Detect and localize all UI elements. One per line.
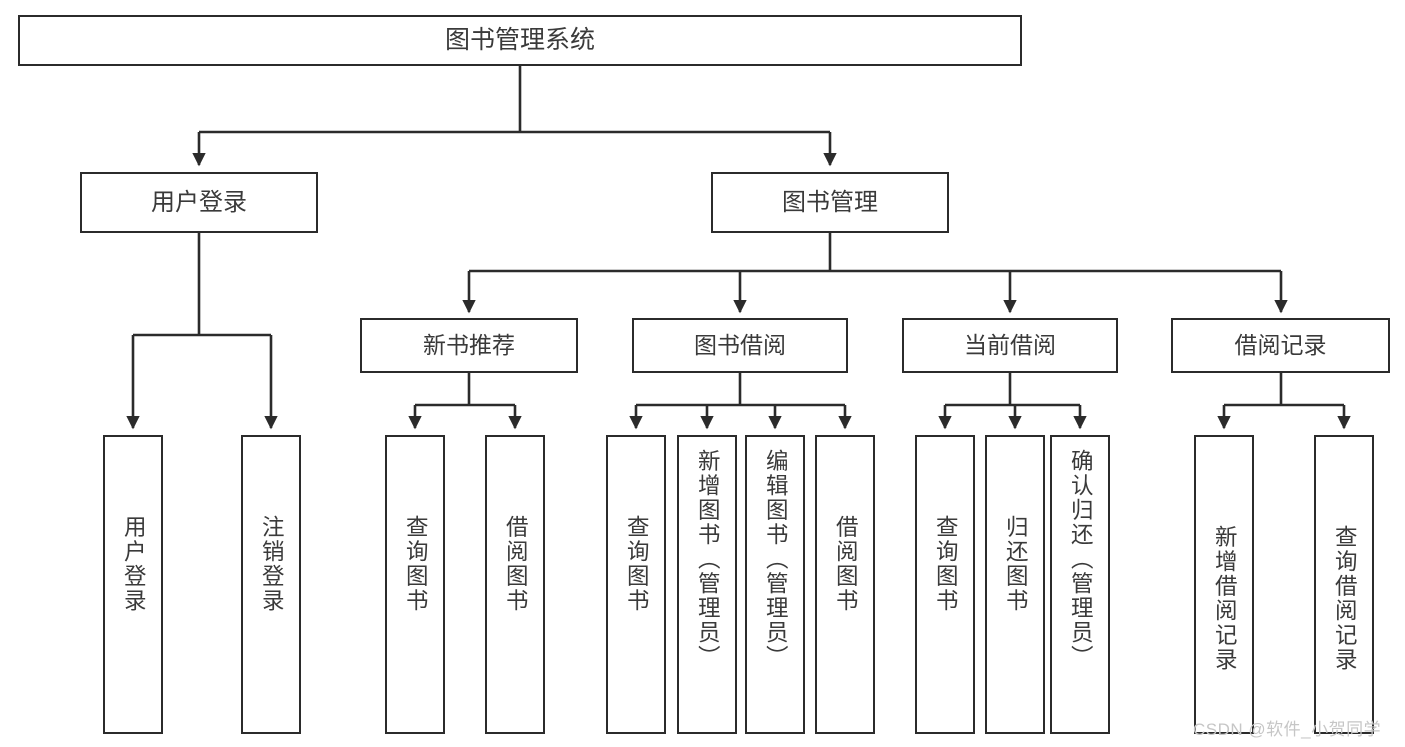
node-user-login-label: 用户登录 bbox=[151, 188, 247, 216]
leaf-borrow-record-add[interactable]: 新增借阅记录 bbox=[1194, 435, 1254, 734]
leaf-current-borrow-confirm[interactable]: 确认归还（管理员） bbox=[1050, 435, 1110, 734]
leaf-current-borrow-return[interactable]: 归还图书 bbox=[985, 435, 1045, 734]
node-user-login[interactable]: 用户登录 bbox=[80, 172, 318, 233]
leaf-book-borrow-edit-label: 编辑图书（管理员） bbox=[763, 449, 789, 670]
node-root-system[interactable]: 图书管理系统 bbox=[18, 15, 1022, 66]
node-book-borrow[interactable]: 图书借阅 bbox=[632, 318, 848, 373]
node-book-manage-label: 图书管理 bbox=[782, 188, 878, 216]
node-root-label: 图书管理系统 bbox=[444, 26, 595, 55]
leaf-book-borrow-edit[interactable]: 编辑图书（管理员） bbox=[745, 435, 805, 734]
leaf-book-borrow-query[interactable]: 查询图书 bbox=[606, 435, 666, 734]
leaf-book-borrow-query-label: 查询图书 bbox=[624, 515, 650, 613]
node-book-manage[interactable]: 图书管理 bbox=[711, 172, 949, 233]
leaf-book-borrow-add[interactable]: 新增图书（管理员） bbox=[677, 435, 737, 734]
leaf-current-borrow-return-label: 归还图书 bbox=[1003, 515, 1029, 613]
leaf-book-borrow-add-label: 新增图书（管理员） bbox=[695, 449, 721, 670]
leaf-new-book-borrow[interactable]: 借阅图书 bbox=[485, 435, 545, 734]
leaf-new-book-query-label: 查询图书 bbox=[403, 515, 429, 613]
leaf-new-book-borrow-label: 借阅图书 bbox=[503, 515, 529, 613]
leaf-current-borrow-confirm-label: 确认归还（管理员） bbox=[1068, 449, 1094, 670]
leaf-user-login-login-label: 用户登录 bbox=[121, 515, 147, 613]
node-book-borrow-label: 图书借阅 bbox=[694, 332, 786, 359]
leaf-current-borrow-query[interactable]: 查询图书 bbox=[915, 435, 975, 734]
leaf-book-borrow-borrow-label: 借阅图书 bbox=[833, 515, 859, 613]
node-new-book-recommend-label: 新书推荐 bbox=[423, 332, 515, 359]
leaf-user-login-logout-label: 注销登录 bbox=[259, 515, 285, 613]
leaf-borrow-record-query-label: 查询借阅记录 bbox=[1332, 525, 1358, 672]
leaf-borrow-record-add-label: 新增借阅记录 bbox=[1212, 525, 1238, 672]
node-borrow-record[interactable]: 借阅记录 bbox=[1171, 318, 1390, 373]
leaf-user-login-logout[interactable]: 注销登录 bbox=[241, 435, 301, 734]
leaf-user-login-login[interactable]: 用户登录 bbox=[103, 435, 163, 734]
node-borrow-record-label: 借阅记录 bbox=[1234, 332, 1327, 359]
node-current-borrow[interactable]: 当前借阅 bbox=[902, 318, 1118, 373]
leaf-book-borrow-borrow[interactable]: 借阅图书 bbox=[815, 435, 875, 734]
node-current-borrow-label: 当前借阅 bbox=[964, 332, 1056, 359]
leaf-borrow-record-query[interactable]: 查询借阅记录 bbox=[1314, 435, 1374, 734]
leaf-new-book-query[interactable]: 查询图书 bbox=[385, 435, 445, 734]
node-new-book-recommend[interactable]: 新书推荐 bbox=[360, 318, 578, 373]
leaf-current-borrow-query-label: 查询图书 bbox=[933, 515, 959, 613]
csdn-watermark: CSDN @软件_小贺同学 bbox=[1193, 720, 1382, 739]
